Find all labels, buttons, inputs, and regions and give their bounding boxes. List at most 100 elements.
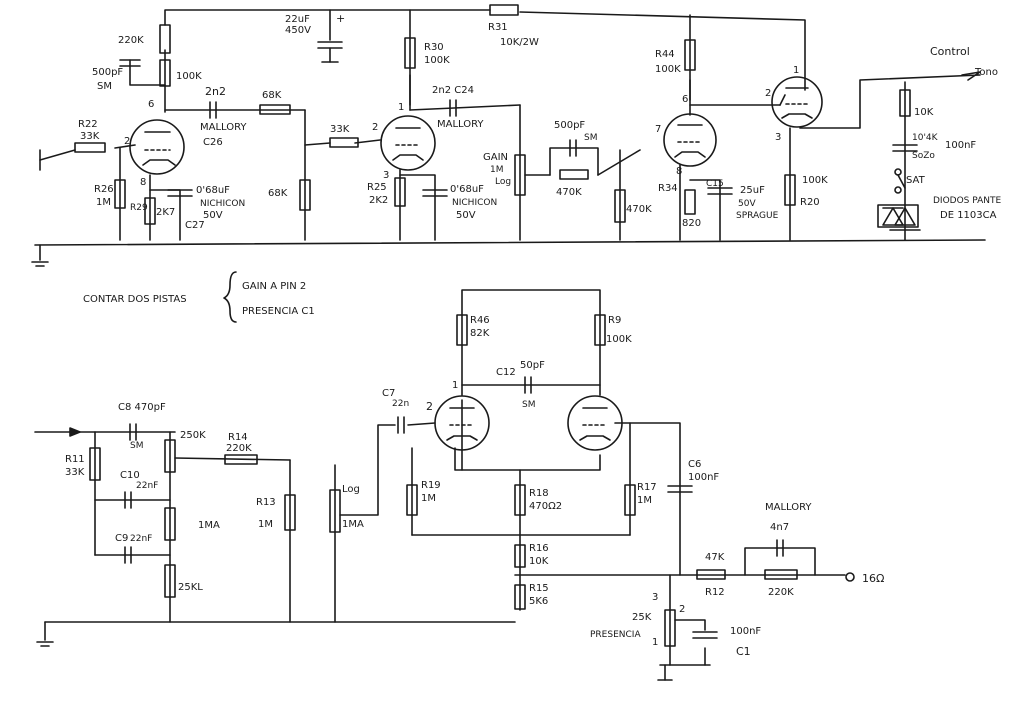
presence-pin2: 2: [679, 604, 685, 615]
pin1-e: 1: [452, 380, 458, 391]
c-2n2-a-label: 2n2: [205, 85, 226, 98]
r26-value: 1M: [96, 197, 111, 208]
c-068-a-brand: NICHICON: [200, 199, 245, 209]
c1-value: 100nF: [730, 626, 761, 637]
r-33k-b-label: 33K: [330, 124, 350, 135]
r19-value: 1M: [421, 493, 436, 504]
gain-value: 1M: [490, 165, 504, 175]
c-068-b-brand: NICHICON: [452, 198, 497, 208]
r-10k2-label: 10'4K: [912, 133, 939, 143]
r11-label: R11: [65, 454, 85, 465]
r14-value: 220K: [226, 443, 252, 454]
pin2-d: 2: [765, 88, 771, 99]
c6-value: 100nF: [688, 472, 719, 483]
c-22uf-voltage: 450V: [285, 25, 311, 36]
c-22uf-label: 22uF: [285, 14, 310, 25]
c15-label: C15: [706, 179, 724, 189]
r46-label: R46: [470, 315, 490, 326]
r-25kl-label: 25KL: [178, 582, 203, 593]
pin1-d: 1: [793, 65, 799, 76]
r15-value: 5K6: [529, 596, 548, 607]
pin1-b: 1: [398, 102, 404, 113]
r25-value: 2K2: [369, 195, 388, 206]
presence-pin3: 3: [652, 592, 658, 603]
r-68k-b-label: 68K: [268, 188, 288, 199]
tono-label: Tono: [974, 67, 998, 78]
r16-label: R16: [529, 543, 549, 554]
control-label: Control: [930, 45, 970, 58]
pin2-b: 2: [372, 122, 378, 133]
sat-label: SAT: [906, 175, 926, 186]
r14-label: R14: [228, 432, 248, 443]
r-100k-a-label: 100K: [176, 71, 202, 82]
r-68k-a-label: 68K: [262, 90, 282, 101]
c-2n2-b-brand: MALLORY: [437, 119, 484, 130]
presencia-label: PRESENCIA: [590, 630, 641, 640]
pin7-c: 7: [655, 124, 661, 135]
r31-value: 10K/2W: [500, 37, 539, 48]
pot-log-label: Log: [342, 484, 360, 495]
r15-label: R15: [529, 583, 549, 594]
c15-value: 25uF: [740, 185, 765, 196]
diodos-label-2: DE 1103CA: [940, 210, 997, 221]
c-500pf-b-label: 500pF: [554, 120, 585, 131]
sozo-label: SoZo: [912, 151, 935, 161]
c-068-a-voltage: 50V: [203, 210, 223, 221]
c-22uf-plus: +: [336, 12, 345, 25]
pin8-c: 8: [676, 166, 682, 177]
c10-value: 22nF: [136, 481, 158, 491]
r17-value: 1M: [637, 495, 652, 506]
gain-label: GAIN: [483, 152, 508, 163]
r46-value: 82K: [470, 328, 490, 339]
c-500pf-a-label: 500pF: [92, 67, 123, 78]
r31-label: R31: [488, 22, 508, 33]
r-10k-label: 10K: [914, 107, 934, 118]
presence-pot-value: 25K: [632, 612, 652, 623]
r30-label: R30: [424, 42, 444, 53]
pin2-a: 2: [124, 136, 130, 147]
r26-label: R26: [94, 184, 114, 195]
c-068-b-voltage: 50V: [456, 210, 476, 221]
note-bracket: [223, 271, 237, 323]
c12-value: 50pF: [520, 360, 545, 371]
r20-label: R20: [800, 197, 820, 208]
c9-label: C9: [115, 533, 128, 544]
pin6-a: 6: [148, 99, 154, 110]
c-068-a-label: 0'68uF: [196, 185, 230, 196]
r13-label: R13: [256, 497, 276, 508]
c27-label: C27: [185, 220, 205, 231]
top-labels: 220K 22uF 450V + R31 10K/2W 500pF SM 100…: [78, 12, 1001, 231]
pin2-e: 2: [426, 400, 433, 413]
note-gain-pin: GAIN A PIN 2: [242, 281, 306, 292]
gain-taper: Log: [495, 177, 511, 187]
r9-label: R9: [608, 315, 621, 326]
r9-value: 100K: [606, 334, 632, 345]
c8-type: SM: [130, 441, 143, 451]
r20-value: 100K: [802, 175, 828, 186]
top-wiring: [31, 9, 986, 267]
r-470k-b-label: 470K: [626, 204, 652, 215]
top-tubes: [129, 76, 823, 175]
r18-value: 470Ω2: [529, 501, 562, 512]
c1-label: C1: [736, 645, 751, 658]
mallory-label: MALLORY: [765, 502, 812, 513]
r-220k-label: 220K: [118, 35, 144, 46]
r-470k-a-label: 470K: [556, 187, 582, 198]
c-2n2-b-label: 2n2 C24: [432, 85, 474, 96]
r18-label: R18: [529, 488, 549, 499]
c-500pf-a-type: SM: [97, 81, 112, 92]
r-47k-label: 47K: [705, 552, 725, 563]
bottom-labels: C8 470pF SM 250K R14 220K R11 33K C10 22…: [65, 315, 884, 658]
c6-label: C6: [688, 459, 701, 470]
note-contar: CONTAR DOS PISTAS: [83, 294, 187, 305]
r17-label: R17: [637, 482, 657, 493]
r16-value: 10K: [529, 556, 549, 567]
c15-voltage: 50V: [738, 199, 756, 209]
bottom-capacitors: [124, 376, 784, 639]
c10-label: C10: [120, 470, 140, 481]
c26-label: C26: [203, 137, 223, 148]
c7-label: C7: [382, 388, 395, 399]
r25-label: R25: [367, 182, 387, 193]
output-16ohm: 16Ω: [862, 572, 884, 585]
c-500pf-b-type: SM: [584, 133, 597, 143]
